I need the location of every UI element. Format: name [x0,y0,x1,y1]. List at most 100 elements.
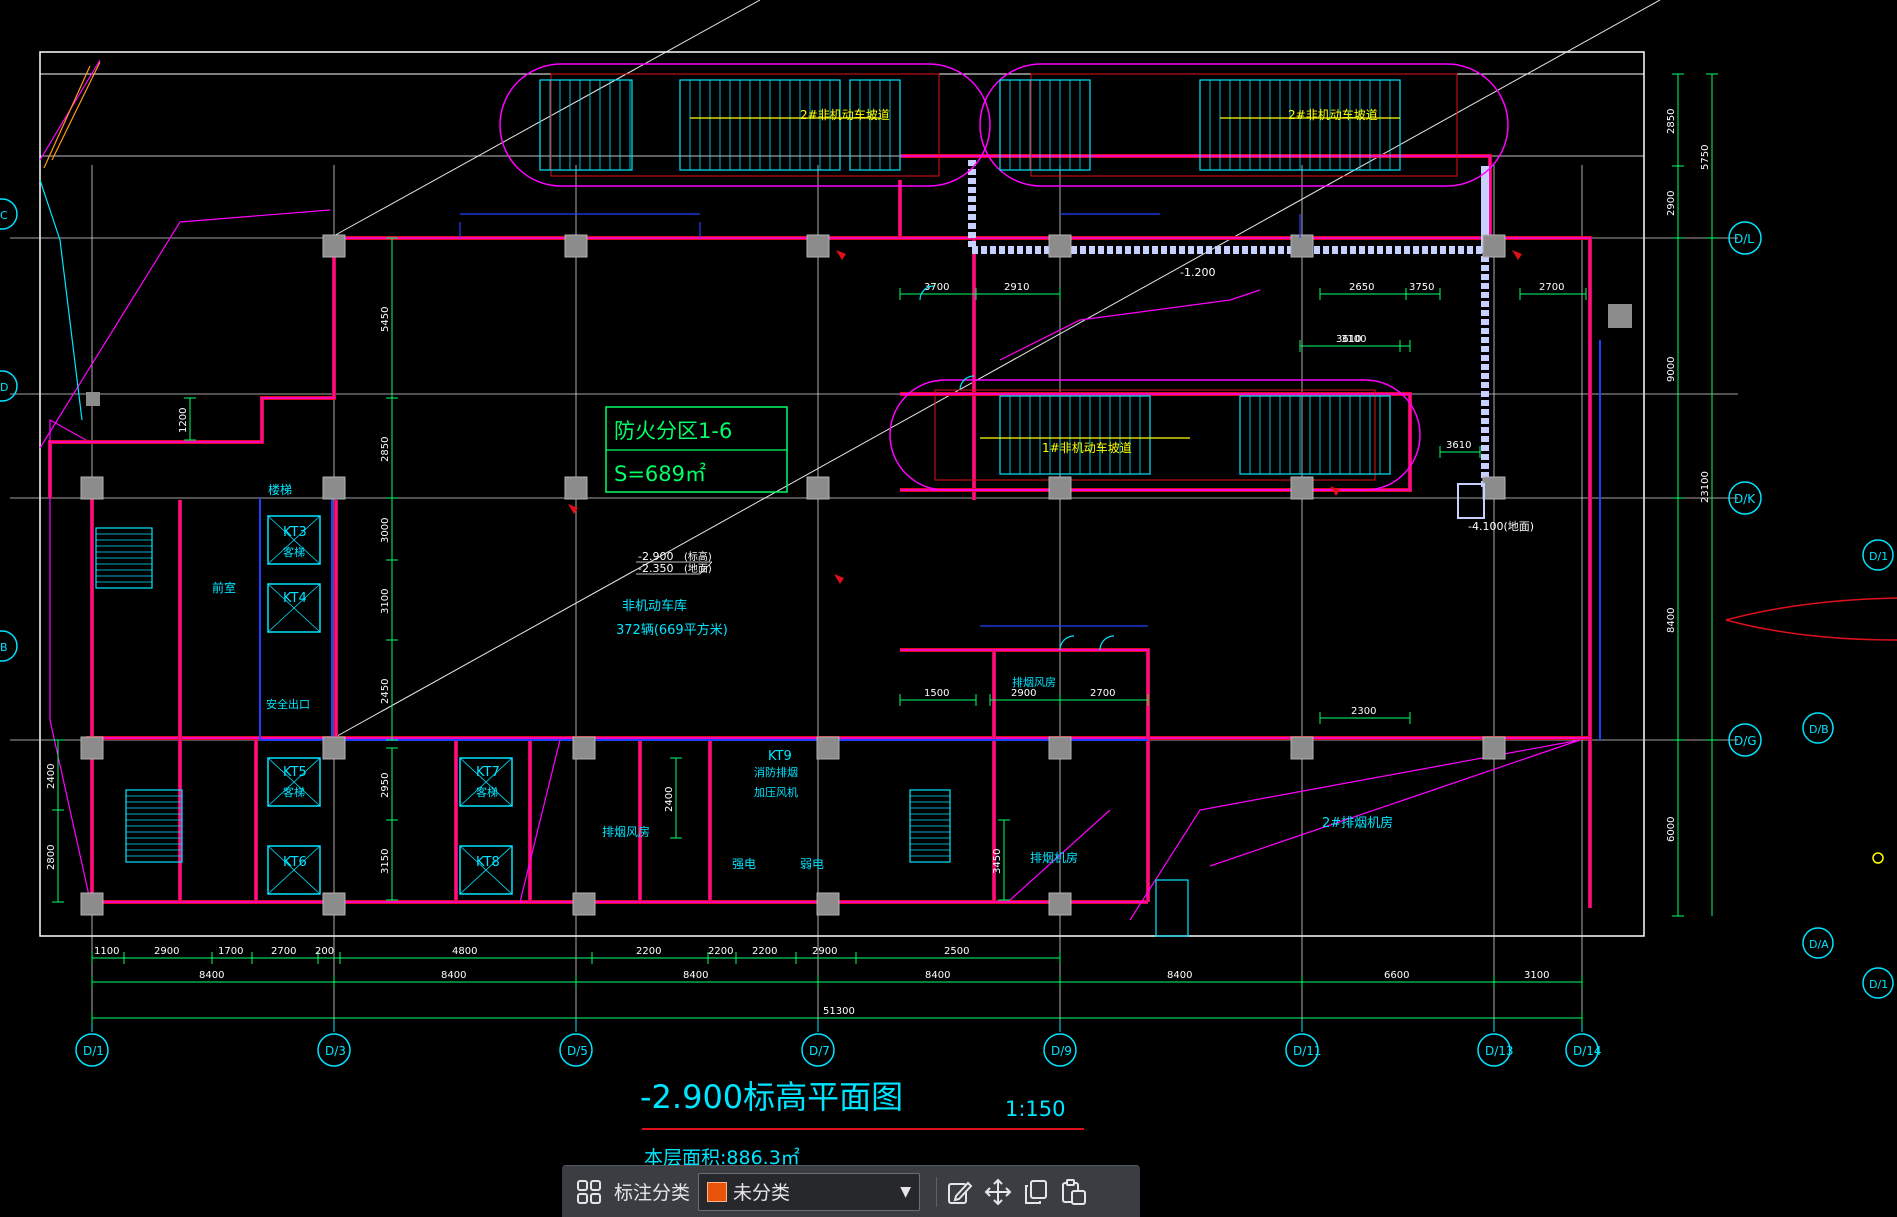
dim-inner-text: 2850 [380,437,391,462]
wall-magenta [900,649,1149,902]
grid-apps-button[interactable] [570,1173,608,1211]
copy-button[interactable] [1017,1173,1055,1211]
dim-inner-text: 3000 [380,518,391,543]
dim-inner-h-text: 2700 [1090,688,1115,699]
structural-column [806,234,830,258]
vent-shaft [1457,483,1485,519]
ramp-label-a: 2#非机动车坡道 [800,107,890,122]
ramp-label-c: 1#非机动车坡道 [1042,440,1132,455]
axis-label-left: B [0,641,8,654]
parking-label: 非机动车库 [622,598,687,614]
dim-bottom-main-text: 3100 [1524,970,1549,981]
dim-right-text: 23100 [1700,471,1711,503]
wall-magenta [332,237,1591,908]
dim-right-text: 2850 [1666,109,1677,134]
category-select-value: 未分类 [733,1182,791,1204]
annotation-toolbar: 标注分类 未分类 ▼ [562,1165,1140,1217]
wall-red [900,392,1412,492]
lift-label-3: 客梯 [476,785,498,799]
elevator-shaft [459,845,513,895]
outer-frame [39,51,1645,937]
elevator-shaft [267,515,321,565]
axis-bubble [0,198,18,230]
axis-label-left: D [0,381,8,394]
dim-bottom-main-text: 8400 [199,970,224,981]
section-marker [1512,250,1522,260]
axis-label-bottom: D/13 [1485,1044,1514,1058]
axis-bubble [1728,481,1762,515]
axis-label-right: D/K [1734,492,1756,506]
structural-column [1048,476,1072,500]
axis-label-far-right: D/1 [1869,550,1888,563]
axis-label-bottom: D/11 [1293,1044,1322,1058]
pump2-label: 加压风机 [754,785,798,799]
wall-red [332,236,1592,908]
grid-apps-icon [577,1179,601,1204]
paste-button[interactable] [1055,1173,1093,1211]
axis-bubble [1043,1033,1077,1067]
elevation-b: -2.350 [638,562,673,575]
axis-bubble [801,1033,835,1067]
structural-column [86,392,100,406]
dim-bottom-detail-text: 2900 [154,946,179,957]
structural-column [1482,234,1506,258]
axis-bubble [317,1033,351,1067]
dim-blue [1060,213,1301,238]
elevator-shaft [267,757,321,807]
structural-column [1290,476,1314,500]
dim-left-text: 2400 [46,764,57,789]
structural-column [322,234,346,258]
axis-bubble [1728,723,1762,757]
move-button[interactable] [979,1173,1017,1211]
fan-room-label: 排烟风房 [602,824,650,839]
structural-column [80,736,104,760]
leader-line [999,289,1261,361]
dim-bottom-main-text: 8400 [441,970,466,981]
edit-button[interactable] [941,1173,979,1211]
structural-column [816,892,840,916]
hall-label: 前室 [212,580,236,595]
leader-line [39,209,331,449]
dim-bottom-total-text: 51300 [823,1006,855,1017]
dim-bottom-detail-text: 2700 [271,946,296,957]
dim-blue [459,213,701,238]
annotation-category-select[interactable]: 未分类 ▼ [698,1172,921,1211]
axis-label-bottom: D/7 [809,1044,830,1058]
structural-column [80,892,104,916]
leader-line [519,739,561,903]
structural-column [1290,234,1314,258]
wall-magenta [49,238,335,498]
dim-bottom-detail-text: 2200 [752,946,777,957]
ramps [499,63,1509,491]
axis-label-bottom: D/14 [1573,1044,1602,1058]
axis-bubble [1802,712,1834,744]
dim-bottom-detail-text: 2200 [636,946,661,957]
dim-bottom-detail-text: 2500 [944,946,969,957]
structural-column [564,234,588,258]
columns [80,234,1632,916]
fire-zone-name: 防火分区1-6 [614,419,732,443]
axis-label-bottom: D/9 [1051,1044,1072,1058]
move-icon [984,1178,1012,1205]
axis-label-bottom: D/1 [83,1044,104,1058]
leader-line-cyan [39,179,83,421]
axis-bubble [1862,967,1894,999]
structural-column [572,892,596,916]
dim-bottom-detail-text: 4800 [452,946,477,957]
fire-zone-box: 防火分区1-6 S=689㎡ [605,406,788,493]
dim-right-text: 5750 [1700,145,1711,170]
structural-column [1482,476,1506,500]
leader-line [49,418,91,901]
structural-column [816,736,840,760]
elevation-tag-a: (标高) [684,550,712,563]
elevator-kt4: KT4 [283,591,307,606]
parking-note: -2.900 -2.350 (标高) (地面) 非机动车库 372辆(669平方… [616,550,728,638]
ramp-top-left-outline [499,63,991,187]
structural-column [1048,234,1072,258]
ramp-middle-stalls [1239,395,1391,475]
structural-column [322,736,346,760]
section-marker [1330,486,1340,496]
stair-bottom [1155,879,1189,937]
